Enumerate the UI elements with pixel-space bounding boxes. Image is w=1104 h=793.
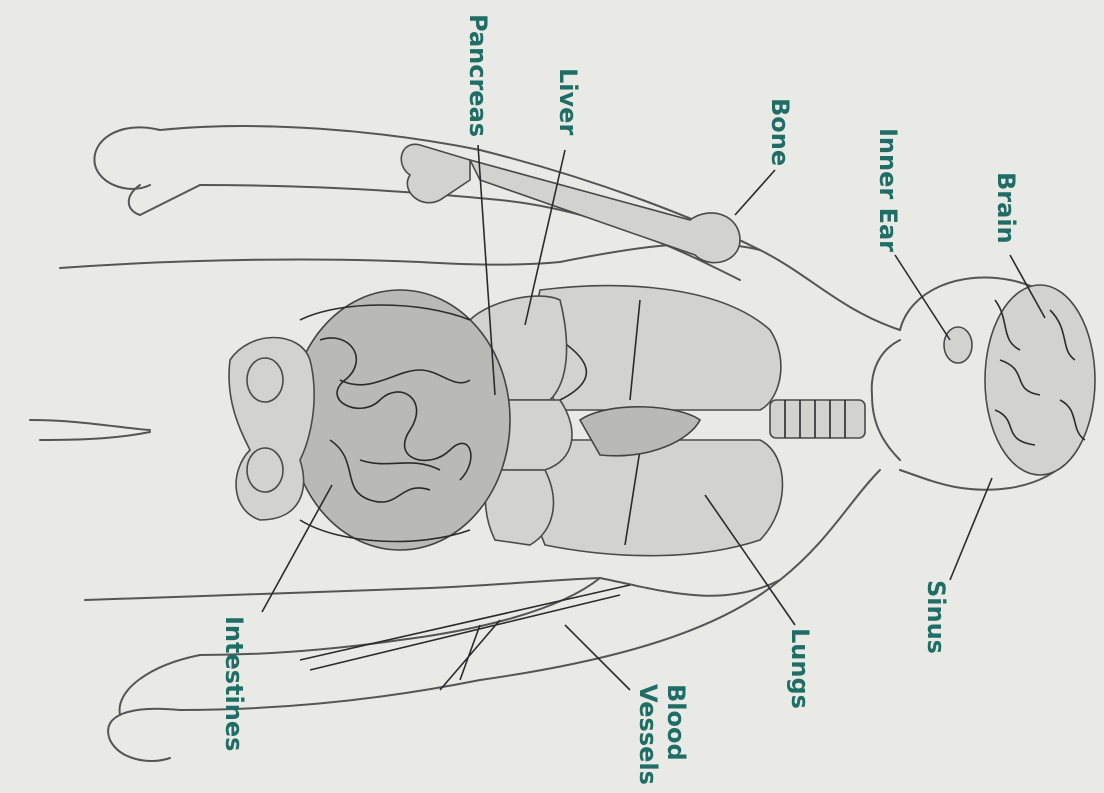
- blood-vessels-leader: [565, 625, 630, 690]
- inner-ear: [944, 327, 972, 363]
- brain-label: Brain: [992, 172, 1020, 244]
- inner-ear-label: Inner Ear: [874, 128, 902, 252]
- blood-vessels-label-line1: Blood: [662, 684, 690, 761]
- intestines-label: Intestines: [220, 616, 248, 751]
- blood-vessels-label-line2: Vessels: [634, 684, 662, 785]
- pelvis: [229, 338, 314, 521]
- lungs-label: Lungs: [786, 628, 814, 709]
- inner-ear-leader: [895, 255, 950, 340]
- intestines: [290, 290, 510, 550]
- arm-top: [94, 126, 760, 280]
- pancreas-label: Pancreas: [464, 14, 492, 137]
- bone-label: Bone: [766, 98, 794, 166]
- bone-leader: [735, 170, 775, 215]
- sinus-label: Sinus: [922, 580, 950, 654]
- sinus-leader: [950, 478, 992, 580]
- liver-label: Liver: [554, 68, 582, 135]
- brain: [985, 285, 1095, 475]
- trachea: [770, 400, 865, 438]
